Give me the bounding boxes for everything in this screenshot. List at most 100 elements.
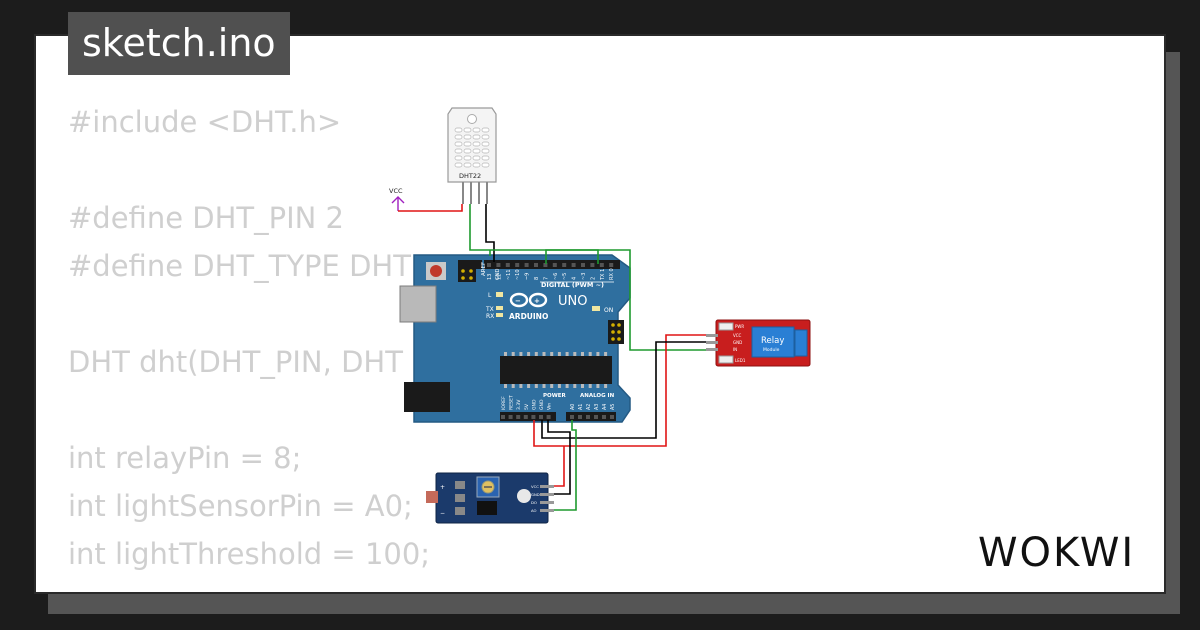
icsp-header (458, 266, 476, 282)
power-label: POWER (543, 393, 567, 399)
digital-header (484, 260, 620, 269)
svg-text:+: + (534, 297, 540, 305)
wire-relay-gnd (541, 341, 706, 439)
wire-relay-vcc (533, 334, 706, 447)
code-preview: #include <DHT.h> #define DHT_PIN 2 #define… (68, 98, 430, 578)
l-led (496, 292, 503, 297)
comparator-chip (477, 501, 497, 515)
analog-pin-label: A5 (610, 404, 616, 410)
power-pin-label: RESET (509, 395, 515, 410)
sensor-minus-label: − (440, 510, 445, 517)
sensor-plus-label: + (440, 484, 445, 491)
relay-terminal-block (794, 329, 808, 357)
relay-box (751, 326, 795, 358)
on-label: ON (604, 307, 613, 314)
digital-pin-label: 4 (572, 277, 578, 280)
code-line: int lightThreshold = 100; (68, 537, 431, 571)
analog-pin-label: A3 (594, 404, 600, 410)
power-pin-label: GND (531, 399, 537, 410)
sketch-file-tab[interactable]: sketch.ino (68, 12, 290, 75)
power-pin-label: IOREF (501, 396, 507, 410)
relay-title: Relay (761, 336, 784, 346)
relay-pin-vcc-label: VCC (733, 333, 742, 338)
digital-pin-label: ~3 (581, 273, 587, 280)
wire-sensor-ao (554, 420, 577, 511)
aref-label: AREF (481, 262, 487, 276)
tx-label: TX (485, 306, 494, 313)
digital-pin-label: ~10 (515, 269, 521, 280)
analog-pin-label: A1 (578, 404, 584, 410)
sensor-pin-gnd-label: GND (531, 492, 540, 497)
code-line: #include <DHT.h> (68, 105, 342, 139)
relay-pin-in-label: IN (733, 347, 737, 352)
usb-port (399, 285, 437, 323)
power-pin-label: 3.3V (516, 399, 522, 410)
relay-pwr-label: PWR (735, 324, 744, 329)
sensor-pin-do-label: DO (531, 500, 537, 505)
digital-pin-label: ~5 (562, 273, 568, 280)
relay-led-label: LED1 (735, 358, 746, 363)
digital-pin-label: ~6 (553, 273, 559, 280)
sensor-led (517, 489, 531, 503)
digital-pin-label: 12 (496, 274, 502, 280)
on-led (592, 306, 600, 311)
vcc-symbol: VCC (389, 187, 405, 211)
wire-sensor-gnd (547, 420, 571, 495)
brand-label: ARDUINO (509, 312, 548, 321)
reset-button-cap (430, 265, 442, 277)
wires (398, 204, 706, 511)
wire-dht-data (469, 204, 599, 264)
digital-pin-label: 7 (543, 277, 549, 280)
code-line: int relayPin = 8; (68, 441, 302, 475)
sensor-pin-ao-label: AO (531, 508, 537, 513)
digital-pin-label: 13 (487, 274, 493, 280)
dht22-label: DHT22 (459, 172, 481, 180)
relay-module[interactable]: Relay Module PWR LED1 VCC GND IN (706, 319, 811, 367)
light-sensor-module[interactable]: + − VCC GND DO AO (426, 472, 554, 524)
wokwi-logo-text: WOKWI (978, 530, 1135, 576)
power-pin-label: Vin (547, 403, 553, 410)
model-label: UNO (558, 294, 587, 309)
digital-pin-label: ~9 (525, 273, 531, 280)
digital-label: DIGITAL (PWM ~) (541, 281, 604, 289)
code-line: int lightSensorPin = A0; (68, 489, 413, 523)
atmega-chip (500, 352, 612, 388)
analog-header (566, 412, 616, 421)
digital-pin-label: 2 (590, 277, 596, 280)
analog-pin-label: A0 (570, 404, 576, 410)
digital-pin-label: ~11 (506, 269, 512, 280)
power-header (500, 412, 556, 421)
code-line: #define DHT_PIN 2 (68, 201, 345, 235)
digital-pin-label: RX 0 (609, 268, 615, 280)
digital-pin-label: TX 1 (600, 269, 606, 281)
svg-text:−: − (515, 297, 521, 305)
relay-subtitle: Module (763, 347, 780, 353)
l-led-label: L (488, 292, 492, 299)
wire-sensor-vcc (554, 446, 565, 487)
power-pin-label: GND (539, 399, 545, 410)
dht22-vent-grid (454, 127, 490, 168)
sensor-pin-vcc-label: VCC (531, 484, 539, 489)
wire-dht-vcc (398, 204, 463, 212)
vcc-label: VCC (389, 187, 403, 195)
dht22-sensor[interactable]: DHT22 (447, 107, 497, 204)
code-line: DHT dht(DHT_PIN, DHT (68, 345, 403, 379)
analog-pin-label: A2 (586, 404, 592, 410)
gnd-pin-label: GND (495, 268, 501, 280)
analog-label: ANALOG IN (580, 393, 615, 399)
wokwi-logo: WOKWI (978, 530, 1135, 576)
aref-gnd-header (458, 260, 482, 269)
rx-label: RX (486, 313, 494, 320)
power-jack (404, 382, 450, 412)
power-pin-label: 5V (524, 403, 530, 410)
icsp2-header (608, 320, 624, 344)
digital-pin-label: 8 (534, 277, 540, 280)
analog-pin-label: A4 (602, 404, 608, 410)
wire-dht-gnd (485, 204, 495, 262)
code-line: #define DHT_TYPE DHT (68, 249, 411, 283)
photoresistor (426, 491, 438, 503)
